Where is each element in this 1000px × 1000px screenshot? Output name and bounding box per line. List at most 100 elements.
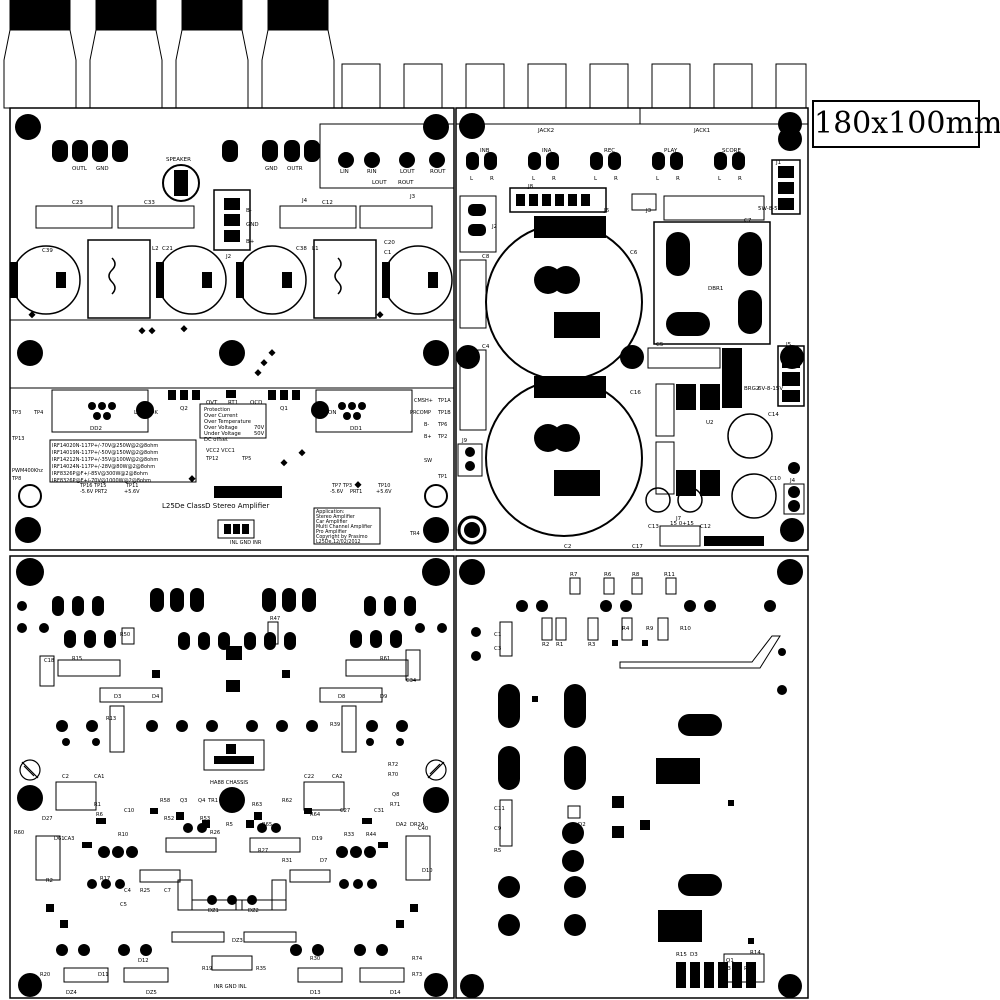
tp-label: TP1A — [437, 398, 451, 404]
part-label: DBR1 — [708, 286, 723, 292]
part-label: C5 — [656, 342, 664, 348]
part-label: D61 — [54, 836, 65, 842]
part-label: R50 — [120, 632, 130, 638]
part-label: R47 — [270, 616, 280, 622]
tp-label: B- — [424, 422, 429, 428]
rca-socket — [341, 63, 381, 109]
tp-label: TP3 — [11, 410, 21, 416]
part-label: R53 — [200, 816, 210, 822]
part-label: C14 — [768, 412, 779, 418]
tp-label: PRT1 — [350, 489, 362, 495]
label-j3: J3 — [409, 194, 416, 200]
part-label: J6 — [603, 208, 610, 214]
part-label: R2 — [46, 878, 53, 884]
input-label-inb: INB — [480, 148, 490, 154]
label-c21: C21 — [162, 246, 173, 252]
part-label: D12 — [138, 958, 149, 964]
label-rout: ROUT — [430, 169, 446, 175]
part-label: C13 — [648, 524, 659, 530]
rca-socket — [465, 63, 505, 109]
part-label: R65 — [262, 822, 272, 828]
part-label: R10 — [680, 626, 691, 632]
part-label: R60 — [14, 830, 24, 836]
label-dd2: DD2 — [90, 426, 102, 432]
part-label: D9 — [380, 694, 387, 700]
part-label: D10 — [422, 868, 433, 874]
part-label: D4 — [152, 694, 160, 700]
part-label: D3 — [690, 952, 698, 958]
tp-label: TP10 — [377, 483, 390, 489]
lr-label: L — [718, 176, 722, 182]
part-label: INR GND INL — [214, 984, 247, 990]
tp-label: CMSH+ — [414, 398, 433, 404]
label-b-plus: B+ — [246, 239, 255, 245]
part-label: U2 — [706, 420, 714, 426]
label-gnd: GND — [96, 166, 109, 172]
part-label: R25 — [140, 888, 150, 894]
part-label: DA2 — [396, 822, 407, 828]
rca-socket — [775, 63, 807, 109]
part-label: C22 — [304, 774, 314, 780]
label-c12: C12 — [322, 200, 333, 206]
protection-line: DC offset — [204, 437, 228, 443]
label-l1: L1 — [312, 246, 319, 252]
part-label: R7 — [570, 572, 578, 578]
label-outl: OUTL — [72, 166, 88, 172]
part-label: R10 — [118, 832, 128, 838]
label-l2: L2 — [152, 246, 159, 252]
part-label: CA2 — [332, 774, 342, 780]
tp-label: TP2 — [437, 434, 447, 440]
part-label: C2 — [564, 544, 571, 550]
part-label: R6 — [96, 812, 103, 818]
tp-label: -5.6V PRT2 — [80, 489, 107, 495]
tp-label: +5.6V — [124, 489, 140, 495]
part-label: R44 — [366, 832, 377, 838]
part-label: Q1 — [726, 958, 734, 964]
label-b-minus: B- — [246, 208, 252, 214]
part-label: R74 — [412, 956, 423, 962]
part-label: D13 — [310, 990, 321, 996]
rca-socket — [651, 63, 691, 109]
lr-label: R — [614, 176, 618, 182]
part-label: R9 — [646, 626, 654, 632]
part-label: R8 — [632, 572, 640, 578]
label-led2: LED2 OK — [134, 410, 158, 416]
label-rout: ROUT — [398, 180, 414, 186]
tp-label: -5.6V — [330, 489, 344, 495]
lr-label: R — [738, 176, 742, 182]
part-label: TR1 — [207, 798, 218, 804]
tp-label: TP1 — [437, 474, 447, 480]
part-label: C10 — [124, 808, 134, 814]
lr-label: L — [470, 176, 474, 182]
part-label: J2 — [491, 224, 497, 230]
spec-line: IRF14024N-117P+/-28V@80W@2@8ohm — [52, 464, 155, 470]
input-label-ina: INA — [542, 148, 552, 154]
part-label: C4 — [482, 344, 490, 350]
label-j2: J2 — [225, 254, 231, 260]
part-label: R17 — [100, 876, 110, 882]
part-label: R13 — [720, 966, 731, 972]
tp-label: TR4 — [409, 531, 420, 537]
part-label: R62 — [282, 798, 292, 804]
protection-line: Under Voltage — [204, 431, 241, 437]
part-label: J9 — [461, 438, 468, 444]
power-label: 6V-8-15V — [758, 386, 783, 392]
tp-label: TP13 — [11, 436, 24, 442]
part-label: C6 — [630, 250, 638, 256]
part-label: D14 — [390, 990, 401, 996]
part-label: R70 — [388, 772, 398, 778]
part-label: J1 — [775, 160, 781, 166]
board-title: L25De ClassD Stereo Amplifier — [162, 502, 269, 510]
chassis-label: HA88 CHASSIS — [210, 780, 248, 786]
part-label: C17 — [632, 544, 643, 550]
tp-label: TP5 — [241, 456, 251, 462]
part-label: D1 — [706, 962, 714, 968]
part-label: U1 — [706, 480, 714, 486]
part-label: J7 — [675, 516, 682, 522]
part-label: R64 — [310, 812, 321, 818]
part-label: R31 — [282, 858, 292, 864]
part-label: Q4 — [198, 798, 206, 804]
part-label: C2 — [62, 774, 69, 780]
rca-socket — [403, 63, 443, 109]
